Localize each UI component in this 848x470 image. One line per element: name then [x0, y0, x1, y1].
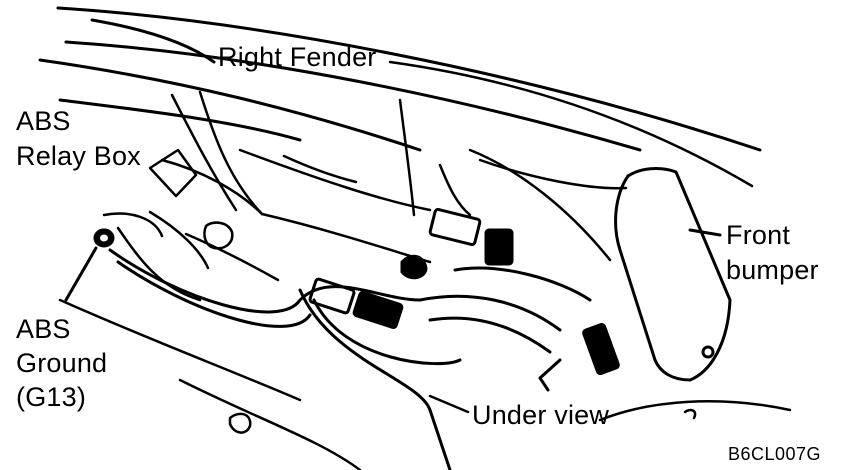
under-view-outline: [58, 298, 792, 470]
fender-outline: [38, 6, 762, 152]
abs-ground-bolt: [64, 228, 115, 302]
abs-ground-label-line3: (G13): [16, 382, 87, 412]
abs-ground-label-line2: Ground: [16, 348, 108, 378]
abs-relay-box-label-line2: Relay Box: [16, 141, 141, 171]
abs-relay-box-label-line1: ABS: [16, 106, 71, 136]
front-bumper-label-line2: bumper: [726, 255, 819, 285]
figure-code-label: B6CL007G: [728, 444, 822, 464]
connectors: [308, 207, 620, 392]
front-bumper-shape: [614, 167, 732, 382]
front-bumper-label-line1: Front: [726, 220, 791, 250]
right-fender-label: Right Fender: [218, 42, 377, 72]
abs-relay-box-shape: [102, 148, 234, 250]
under-view-label: Under view: [472, 400, 610, 430]
inner-fender-shapes: [116, 90, 628, 302]
fender-leader: [388, 60, 754, 188]
abs-ground-label-line1: ABS: [16, 314, 71, 344]
wiring-harness: [108, 248, 592, 470]
